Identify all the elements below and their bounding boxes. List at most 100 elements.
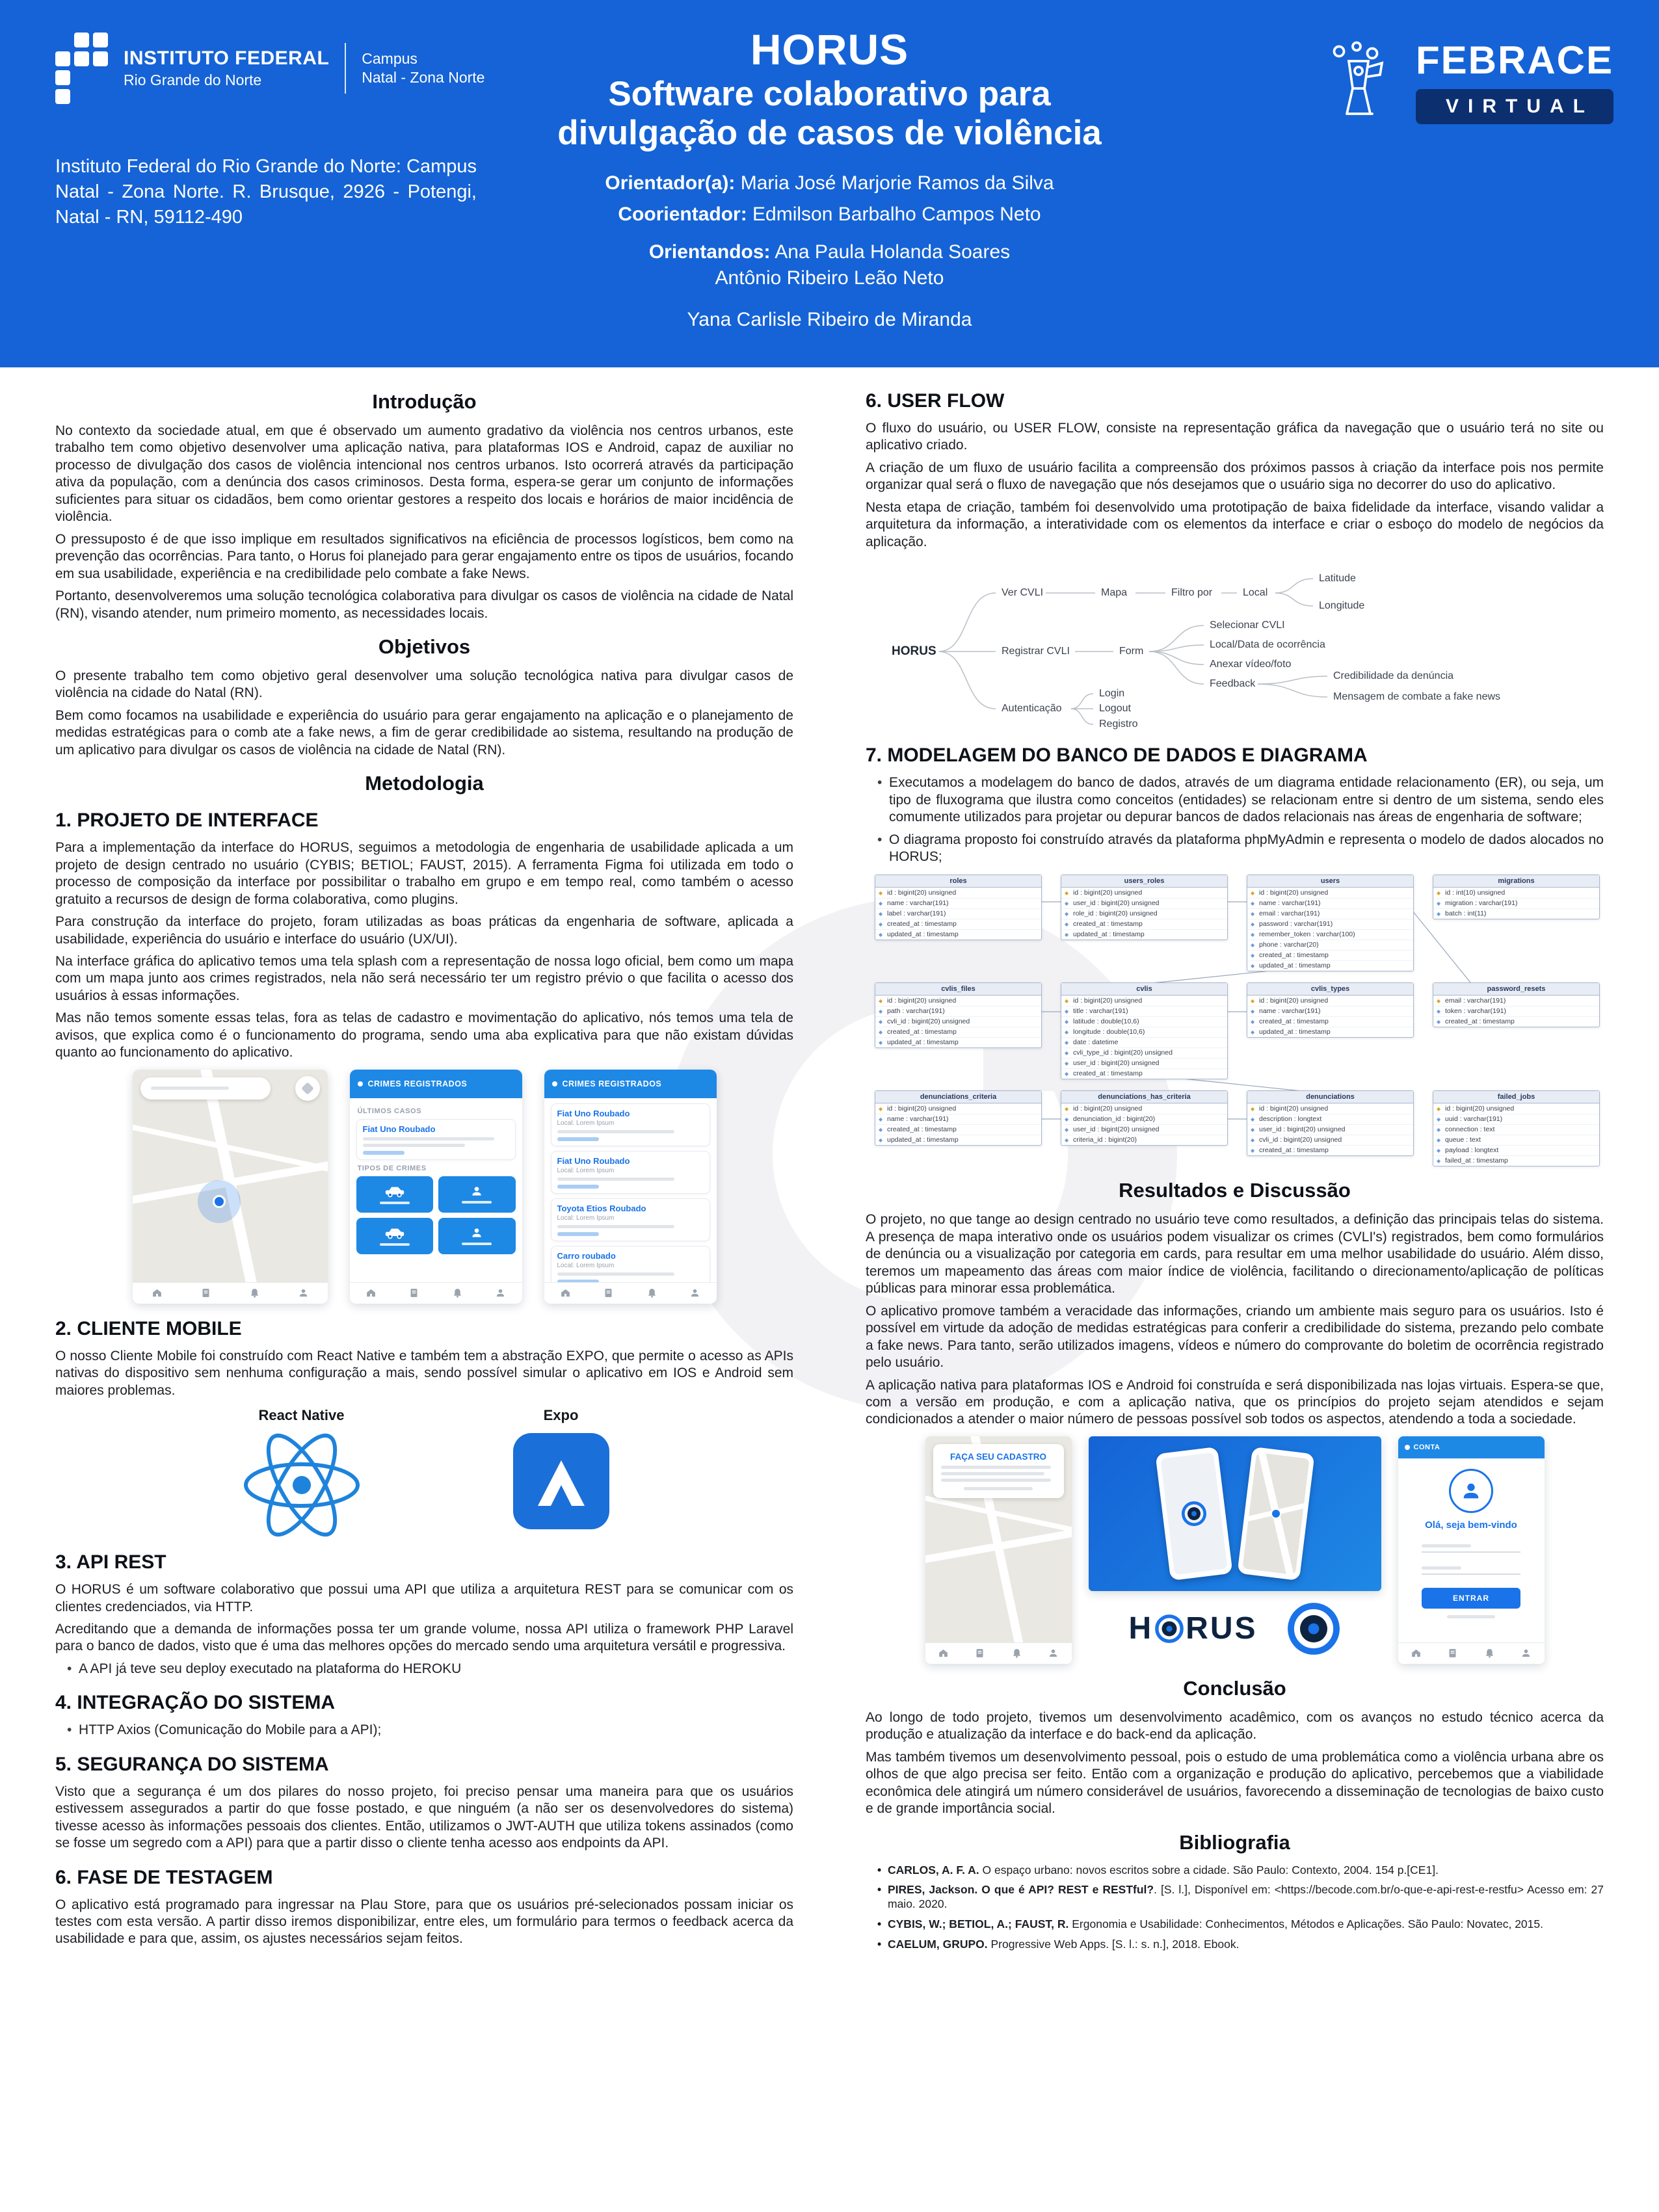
er-field: phone : varchar(20) (1247, 940, 1413, 950)
er-field: updated_at : timestamp (1247, 960, 1413, 971)
expo-label: Expo (543, 1407, 579, 1424)
placeholder-link-bar (362, 1150, 405, 1155)
map-background (132, 1069, 328, 1304)
paragraph: No contexto da sociedade atual, em que é… (55, 423, 793, 525)
flow-node-local: Local (1240, 587, 1271, 599)
er-field: id : bigint(20) unsigned (1061, 995, 1227, 1006)
section-title-cliente-mobile: 2. CLIENTE MOBILE (55, 1317, 242, 1339)
document-icon (200, 1287, 211, 1298)
paragraph: Acreditando que a demanda de informações… (55, 1621, 793, 1654)
section-title-bibliografia: Bibliografia (1179, 1830, 1290, 1854)
er-field: id : bigint(20) unsigned (875, 1103, 1041, 1114)
placeholder-link-bar (557, 1184, 599, 1189)
flow-lines (938, 578, 1328, 725)
flow-node-local-data: Local/Data de ocorrência (1207, 639, 1328, 652)
er-field: id : bigint(20) unsigned (1247, 888, 1413, 898)
advisor-name: Maria José Marjorie Ramos da Silva (740, 172, 1054, 194)
er-field: role_id : bigint(20) unsigned (1061, 908, 1227, 919)
cadastro-title: FAÇA SEU CADASTRO (949, 1451, 1046, 1462)
paragraph: Para a implementação da interface do HOR… (55, 840, 793, 907)
panel-header: CRIMES REGISTRADOS (349, 1069, 522, 1098)
crime-card: Fiat Uno Roubado Local: Lorem Ipsum (550, 1103, 710, 1146)
flow-node-registrar-cvli: Registrar CVLI (999, 646, 1072, 658)
placeholder-link-bar (1447, 1614, 1495, 1618)
dot-icon (1404, 1444, 1410, 1450)
expo-icon (512, 1433, 609, 1530)
paragraph: Bem como focamos na usabilidade e experi… (55, 707, 793, 757)
er-field: name : varchar(191) (875, 1114, 1041, 1124)
er-field: failed_at : timestamp (1433, 1155, 1599, 1166)
poster-title: HORUS (750, 25, 909, 73)
student-name-3: Yana Carlisle Ribeiro de Miranda (687, 308, 972, 330)
er-field: updated_at : timestamp (1247, 1027, 1413, 1037)
section-title-introducao: Introdução (372, 390, 477, 413)
resultados-paragraphs: O projeto, no que tange ao design centra… (866, 1211, 1604, 1428)
bibliography-rest: . [S. l.], Disponível em: <https://becod… (888, 1883, 1604, 1911)
paragraph: A aplicação nativa para plataformas IOS … (866, 1377, 1604, 1427)
paragraph: Portanto, desenvolveremos uma solução te… (55, 588, 793, 621)
febrace-wordmark: FEBRACE (1415, 38, 1613, 82)
tech-logos-figure: React Native Expo (55, 1407, 793, 1537)
er-field: id : bigint(20) unsigned (1433, 1103, 1599, 1114)
er-table-name: failed_jobs (1433, 1091, 1599, 1104)
er-table-name: denunciations (1247, 1091, 1413, 1104)
coadvisor-name: Edmilson Barbalho Campos Neto (752, 203, 1041, 225)
student-name-2: Antônio Ribeiro Leão Neto (715, 267, 944, 289)
flow-node-longitude: Longitude (1316, 600, 1368, 612)
section-title-user-flow: 6. USER FLOW (866, 390, 1005, 412)
section-title-objetivos: Objetivos (378, 635, 471, 658)
api-paragraphs: O HORUS é um software colaborativo que p… (55, 1581, 793, 1655)
paragraph: O projeto, no que tange ao design centra… (866, 1212, 1604, 1297)
poster-header: INSTITUTO FEDERAL Rio Grande do Norte Ca… (0, 0, 1659, 367)
interface-mockup-figure: CRIMES REGISTRADOS ÚLTIMOS CASOS Fiat Un… (55, 1069, 793, 1304)
er-field: email : varchar(191) (1247, 908, 1413, 919)
placeholder-bar (940, 1478, 1052, 1482)
modelagem-bullets: Executamos a modelagem do banco de dados… (866, 774, 1604, 865)
er-field: updated_at : timestamp (875, 1037, 1041, 1047)
er-field: created_at : timestamp (875, 919, 1041, 929)
conclusao-paragraphs: Ao longo de todo projeto, tivemos um des… (866, 1709, 1604, 1818)
poster-subtitle-line1: Software colaborativo para (608, 75, 1051, 113)
flow-node-horus: HORUS (889, 644, 939, 659)
er-field: created_at : timestamp (875, 1124, 1041, 1135)
screen-branding: H RUS (1088, 1436, 1381, 1656)
react-native-label: React Native (258, 1407, 345, 1424)
instituto-federal-logo-icon (55, 33, 108, 104)
section-title-integracao: 4. INTEGRAÇÃO DO SISTEMA (55, 1692, 336, 1714)
paragraph: O nosso Cliente Mobile foi construído co… (55, 1348, 793, 1398)
bullet-item: Executamos a modelagem do banco de dados… (876, 774, 1604, 826)
er-table-name: denunciations_criteria (875, 1091, 1041, 1104)
er-field: queue : text (1433, 1135, 1599, 1145)
er-field: created_at : timestamp (1433, 1016, 1599, 1027)
bottom-navbar (1398, 1642, 1545, 1664)
coadvisor-label: Coorientador: (618, 203, 747, 225)
placeholder-link-bar (557, 1231, 599, 1236)
student-name-1: Ana Paula Holanda Soares (775, 241, 1011, 263)
home-icon (152, 1287, 163, 1298)
bell-icon (249, 1287, 260, 1298)
campus-block: Campus Natal - Zona Norte (362, 49, 484, 87)
types-label: TIPOS DE CRIMES (357, 1164, 427, 1172)
intro-paragraphs: No contexto da sociedade atual, em que é… (55, 423, 793, 622)
students-label: Orientandos: (648, 241, 771, 263)
user-icon (1460, 1480, 1482, 1502)
paragraph: O aplicativo está programado para ingres… (55, 1897, 793, 1947)
paragraph: Nesta etapa de criação, também foi desen… (866, 499, 1604, 549)
user-icon (689, 1287, 700, 1298)
crime-card-local: Local: Lorem Ipsum (557, 1166, 615, 1174)
paragraph: Na interface gráfica do aplicativo temos… (55, 953, 793, 1003)
er-field: id : int(10) unsigned (1433, 888, 1599, 898)
flow-node-form: Form (1117, 646, 1147, 658)
er-table-name: migrations (1433, 875, 1599, 888)
placeholder-bar (963, 1486, 1033, 1490)
placeholder-link-bar (557, 1279, 599, 1284)
bibliography-author: CYBIS, W.; BETIOL, A.; FAUST, R. (888, 1917, 1069, 1931)
er-table-users_roles: users_rolesid : bigint(20) unsigneduser_… (1061, 875, 1228, 941)
er-field: user_id : bigint(20) unsigned (1061, 1124, 1227, 1135)
horus-eye-logo-large (1286, 1601, 1341, 1656)
er-field: latitude : double(10,6) (1061, 1016, 1227, 1027)
poster-subtitle-line2: divulgação de casos de violência (557, 114, 1102, 153)
location-dot (1269, 1507, 1282, 1520)
er-field: created_at : timestamp (875, 1027, 1041, 1037)
students-line: Orientandos: Ana Paula Holanda Soares (456, 241, 1204, 263)
